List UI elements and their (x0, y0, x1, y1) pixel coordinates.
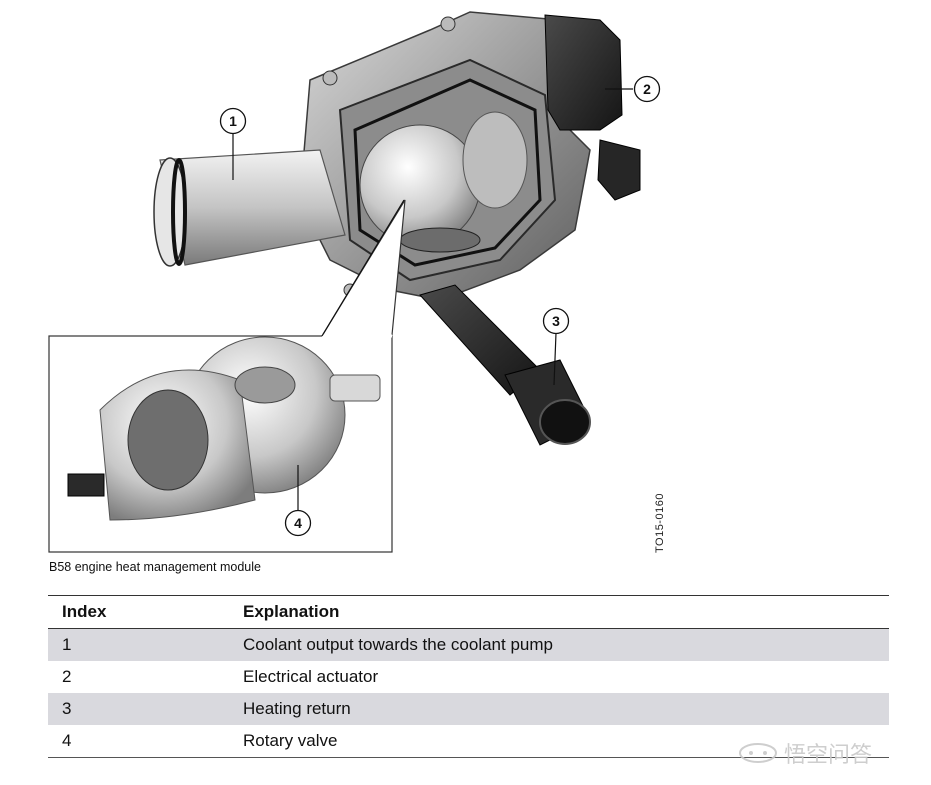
figure-id: TO15-0160 (654, 493, 666, 553)
leader-lines (232, 88, 633, 510)
svg-text:1: 1 (229, 113, 237, 129)
callout-2: 2 (633, 75, 661, 103)
row-index: 1 (48, 628, 243, 661)
watermark-text: 悟空问答 (784, 743, 873, 768)
legend-header-row: Index Explanation (48, 595, 889, 629)
row-index: 2 (62, 667, 72, 686)
figure-caption: B58 engine heat management module (49, 560, 261, 574)
row-explanation: Coolant output towards the coolant pump (243, 628, 889, 661)
watermark: 悟空问答 (738, 738, 872, 768)
table-row: 3 Heating return (48, 693, 889, 725)
row-index: 4 (48, 725, 243, 758)
module-illustration: 1 2 3 4 (48, 11, 661, 553)
row-explanation: Electrical actuator (243, 667, 379, 686)
table-row: 4 Rotary valve (48, 725, 889, 758)
table-row: 2 Electrical actuator (48, 661, 889, 693)
electrical-actuator (544, 14, 641, 201)
header-index: Index (48, 595, 243, 629)
legend-table: Index Explanation 1 Coolant output towar… (48, 595, 889, 758)
table-row: 1 Coolant output towards the coolant pum… (48, 628, 889, 661)
svg-text:3: 3 (552, 313, 560, 329)
heating-return-hose (419, 284, 591, 446)
callout-1: 1 (219, 107, 247, 135)
row-explanation: Rotary valve (243, 725, 889, 758)
row-index: 3 (48, 693, 243, 725)
header-explanation: Explanation (243, 595, 889, 629)
coolant-output-pipe (153, 149, 346, 267)
speech-bubble-icon (738, 742, 778, 764)
callout-3: 3 (542, 307, 570, 335)
row-explanation: Heating return (243, 693, 889, 725)
rotary-valve-ball (359, 124, 481, 246)
svg-text:4: 4 (294, 515, 302, 531)
callout-4: 4 (284, 509, 312, 537)
svg-text:2: 2 (643, 81, 651, 97)
